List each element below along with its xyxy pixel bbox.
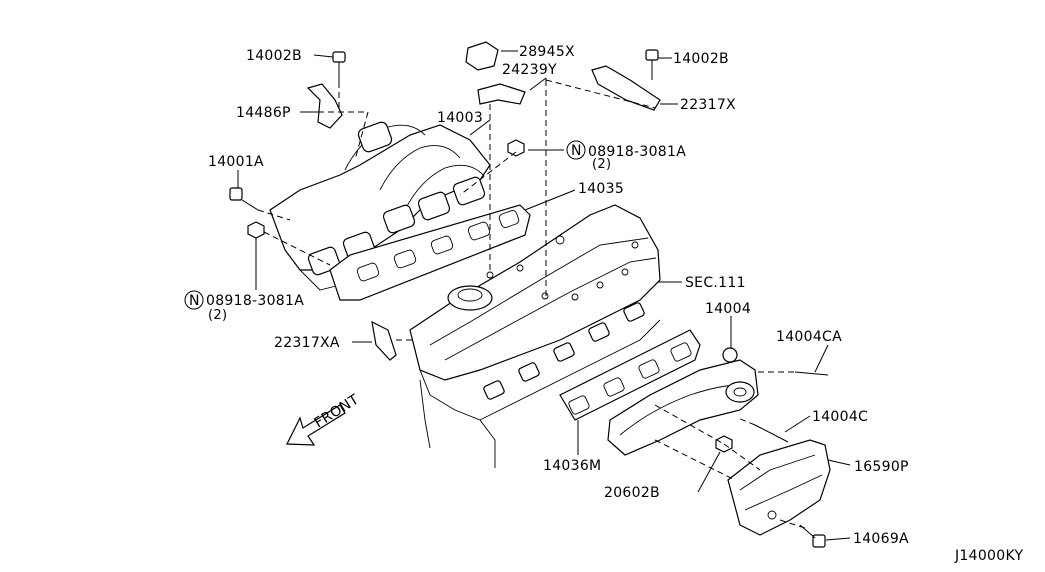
nut-symbol-top-text: N [571,143,582,159]
exhaust-manifold [607,347,759,456]
intake-gasket [329,204,531,301]
label-14004: 14004 [705,301,751,317]
label-14004c: 14004C [812,409,868,425]
label-sec111: SEC.111 [685,275,746,291]
assembly-lines [257,79,806,529]
cylinder-head [409,204,661,468]
label-14035: 14035 [578,181,624,197]
heat-shield [727,439,831,536]
label-14001a: 14001A [208,154,264,170]
nut-symbol-left-text: N [189,293,200,309]
label-24239y: 24239Y [502,62,557,78]
label-20602b: 20602B [604,485,660,501]
label-08918-top: 08918-3081A [588,144,686,160]
intake-manifold [269,121,511,291]
label-14002b-right: 14002B [673,51,729,67]
label-16590p: 16590P [854,459,909,475]
front-arrow: FRONT [286,392,362,446]
label-28945x: 28945X [519,44,575,60]
nut-symbol-top: N [566,140,586,160]
label-14036m: 14036M [543,458,601,474]
leader-lines [237,50,851,541]
front-label: FRONT [312,392,362,432]
label-14002b-left: 14002B [246,48,302,64]
label-14003: 14003 [437,110,483,126]
label-22317xa: 22317XA [274,335,340,351]
label-08918-left: 08918-3081A [206,293,304,309]
label-14069a: 14069A [853,531,909,547]
nut-symbol-left: N [184,290,204,310]
label-22317x: 22317X [680,97,736,113]
label-08918-left-qty: (2) [208,308,227,323]
label-14004ca: 14004CA [776,329,842,345]
label-14486p: 14486P [236,105,291,121]
exhaust-gasket [559,329,701,421]
diagram-id: J14000KY [954,548,1023,564]
label-08918-top-qty: (2) [592,157,611,172]
